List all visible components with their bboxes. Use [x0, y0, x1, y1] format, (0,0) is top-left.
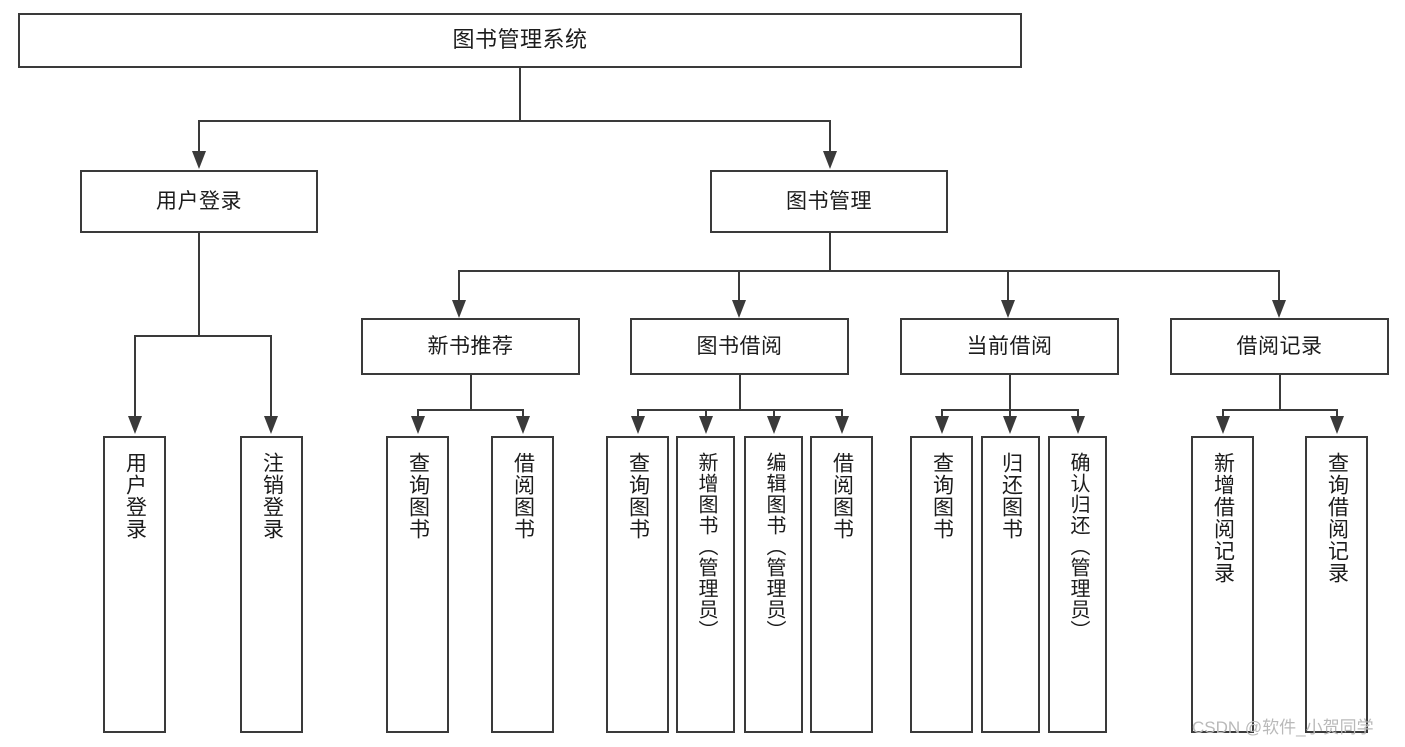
node-label: 当前借阅	[966, 334, 1053, 358]
edge-current-borrow-stem	[1009, 375, 1011, 409]
node-label: 图书借阅	[696, 334, 783, 358]
edge-borrow-record-drop-1	[1222, 409, 1224, 419]
node-label: 用户登录	[123, 452, 147, 540]
node-label: 查询图书	[930, 452, 954, 540]
leaf-user-login-login[interactable]: 用户登录	[103, 436, 166, 733]
leaf-new-book-query-book[interactable]: 查询图书	[386, 436, 449, 733]
node-label: 借阅图书	[830, 452, 854, 540]
leaf-user-login-logout[interactable]: 注销登录	[240, 436, 303, 733]
node-label: 新增借阅记录	[1211, 452, 1235, 584]
edge-user-login-stem	[198, 233, 200, 335]
edge-new-book-drop-1	[417, 409, 419, 419]
arrowhead-current-borrow-leaf-1	[935, 416, 949, 434]
node-label: 确认归还（管理员）	[1067, 452, 1089, 641]
arrowhead-new-book-leaf-2	[516, 416, 530, 434]
leaf-current-borrow-return-book[interactable]: 归还图书	[981, 436, 1040, 733]
node-label: 新书推荐	[427, 334, 514, 358]
edge-book-borrow-bus	[637, 409, 843, 411]
node-borrow-record[interactable]: 借阅记录	[1170, 318, 1389, 375]
arrowhead-user-login-leaf-2	[264, 416, 278, 434]
arrowhead-book-borrow-leaf-2	[699, 416, 713, 434]
node-label: 借阅图书	[511, 452, 535, 540]
node-new-book-recommend[interactable]: 新书推荐	[361, 318, 580, 375]
leaf-borrow-record-query-record[interactable]: 查询借阅记录	[1305, 436, 1368, 733]
edge-level3-drop-borrow-record	[1278, 270, 1280, 302]
edge-book-borrow-drop-3	[773, 409, 775, 419]
arrowhead-new-book-leaf-1	[411, 416, 425, 434]
edge-root-stem	[519, 68, 521, 120]
node-label: 查询图书	[626, 452, 650, 540]
edge-book-borrow-drop-4	[841, 409, 843, 419]
edge-level3-drop-new-book	[458, 270, 460, 302]
edge-new-book-bus	[417, 409, 524, 411]
edge-current-borrow-drop-1	[941, 409, 943, 419]
edge-book-borrow-drop-2	[705, 409, 707, 419]
leaf-borrow-record-add-record[interactable]: 新增借阅记录	[1191, 436, 1254, 733]
node-label: 注销登录	[260, 452, 284, 540]
node-label: 编辑图书（管理员）	[763, 452, 785, 641]
node-label: 归还图书	[999, 452, 1023, 540]
csdn-watermark: CSDN @软件_小贺同学	[1192, 718, 1374, 737]
edge-level3-bus	[458, 270, 1280, 272]
edge-user-login-bus	[134, 335, 272, 337]
node-root-book-management-system[interactable]: 图书管理系统	[18, 13, 1022, 68]
node-label: 图书管理系统	[452, 27, 588, 53]
edge-level2-drop-user-login	[198, 120, 200, 153]
leaf-current-borrow-confirm-return-admin[interactable]: 确认归还（管理员）	[1048, 436, 1107, 733]
arrowhead-current-borrow-leaf-2	[1003, 416, 1017, 434]
node-label: 图书管理	[786, 189, 872, 213]
leaf-new-book-borrow-book[interactable]: 借阅图书	[491, 436, 554, 733]
node-label: 借阅记录	[1236, 334, 1323, 358]
arrowhead-borrow-record-leaf-2	[1330, 416, 1344, 434]
arrowhead-book-borrow-leaf-4	[835, 416, 849, 434]
edge-new-book-stem	[470, 375, 472, 409]
edge-user-login-drop-2	[270, 335, 272, 418]
arrowhead-current-borrow	[1001, 300, 1015, 318]
node-label: 用户登录	[156, 189, 242, 213]
arrowhead-book-borrow-leaf-3	[767, 416, 781, 434]
arrowhead-book-management	[823, 151, 837, 169]
leaf-current-borrow-query-book[interactable]: 查询图书	[910, 436, 973, 733]
node-book-management[interactable]: 图书管理	[710, 170, 948, 233]
node-label: 查询借阅记录	[1325, 452, 1349, 584]
edge-current-borrow-drop-3	[1077, 409, 1079, 419]
edge-user-login-drop-1	[134, 335, 136, 418]
edge-borrow-record-bus	[1222, 409, 1338, 411]
leaf-book-borrow-add-book-admin[interactable]: 新增图书（管理员）	[676, 436, 735, 733]
edge-book-borrow-drop-1	[637, 409, 639, 419]
node-label: 查询图书	[406, 452, 430, 540]
node-label: 新增图书（管理员）	[695, 452, 717, 641]
edge-current-borrow-drop-2	[1009, 409, 1011, 419]
edge-level2-drop-book-management	[829, 120, 831, 153]
node-current-borrow[interactable]: 当前借阅	[900, 318, 1119, 375]
arrowhead-book-borrow	[732, 300, 746, 318]
node-user-login[interactable]: 用户登录	[80, 170, 318, 233]
arrowhead-new-book-recommend	[452, 300, 466, 318]
arrowhead-book-borrow-leaf-1	[631, 416, 645, 434]
edge-level3-drop-current-borrow	[1007, 270, 1009, 302]
leaf-book-borrow-query-book[interactable]: 查询图书	[606, 436, 669, 733]
leaf-book-borrow-borrow-book[interactable]: 借阅图书	[810, 436, 873, 733]
arrowhead-borrow-record-leaf-1	[1216, 416, 1230, 434]
edge-book-borrow-stem	[739, 375, 741, 409]
node-book-borrow[interactable]: 图书借阅	[630, 318, 849, 375]
edge-level3-drop-book-borrow	[738, 270, 740, 302]
arrowhead-current-borrow-leaf-3	[1071, 416, 1085, 434]
leaf-book-borrow-edit-book-admin[interactable]: 编辑图书（管理员）	[744, 436, 803, 733]
arrowhead-user-login	[192, 151, 206, 169]
edge-borrow-record-drop-2	[1336, 409, 1338, 419]
edge-level2-bus	[198, 120, 831, 122]
arrowhead-user-login-leaf-1	[128, 416, 142, 434]
arrowhead-borrow-record	[1272, 300, 1286, 318]
edge-borrow-record-stem	[1279, 375, 1281, 409]
edge-book-management-stem	[829, 233, 831, 271]
edge-new-book-drop-2	[522, 409, 524, 419]
